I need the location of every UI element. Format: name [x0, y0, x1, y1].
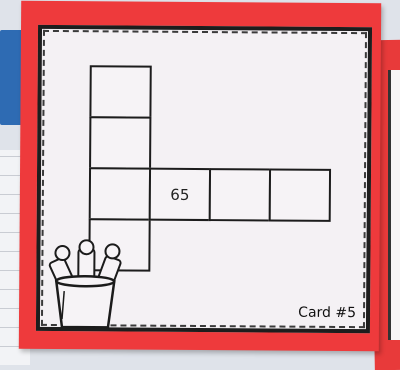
background-card-panel [388, 70, 400, 340]
grid-cell-empty [269, 168, 331, 221]
grid-cell-empty [89, 116, 151, 169]
grid-cell-empty [89, 65, 151, 118]
pencil-cup-icon [40, 239, 131, 330]
grid-cell-center: 65 [149, 168, 211, 221]
card-panel: 65 Card #5 [36, 25, 372, 333]
grid-cell-empty [209, 168, 271, 221]
grid-cell-empty [89, 167, 151, 220]
task-card: 65 Card #5 [19, 1, 381, 352]
card-label: Card #5 [298, 305, 356, 321]
center-number: 65 [170, 185, 189, 203]
